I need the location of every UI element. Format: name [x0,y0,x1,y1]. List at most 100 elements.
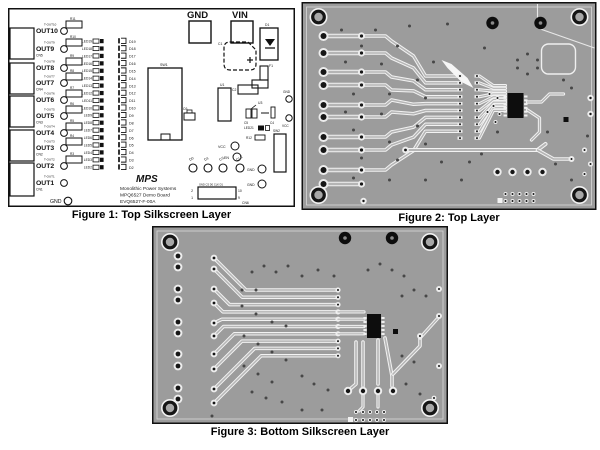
diode-symbol [121,74,127,81]
resistor-label: R10 [70,35,76,39]
info-line: EVQ6527-F-00A [120,199,156,205]
board-outline [8,8,295,207]
resistor [65,57,83,66]
info-line: MPQ6527 Demo Board [120,192,170,198]
ic-footprint-hole [459,123,461,126]
vcc-mid-pad [230,141,240,151]
via-dot [262,264,266,268]
pcb-pad-hole [212,334,216,338]
chip-pin [381,333,385,335]
led-symbol [100,98,104,103]
via-dot [286,264,290,268]
via-dot [424,142,427,146]
pcb-pad-hole [212,367,216,371]
via-dot [270,320,274,324]
pcb-trace-core [213,325,339,337]
copper-pour-wedge [441,60,474,88]
out-test-pad [60,96,68,104]
diode-label: D12 [129,92,136,96]
via-dot [374,28,377,32]
pcb-trace-core [478,82,507,89]
via-dot [526,72,529,76]
u1-ic [217,87,232,122]
pcb-pad-hole [583,149,586,151]
pcb-trace-core [360,35,460,77]
via-dot [388,140,391,144]
out-label: OUT4 [36,130,54,137]
sw1-notch [160,133,171,141]
via-dot [344,60,347,64]
board-edge-silk [156,230,444,420]
mps-logo: MPS [136,174,158,185]
led-label: LED14 [82,77,92,81]
via-dot [570,86,573,90]
led-symbol [92,38,100,44]
led-symbol [100,39,104,44]
pcb-pad-hole [337,340,339,343]
via-dot [496,130,499,134]
pcb-trace-core [478,93,507,98]
out-label: OUT9 [36,46,54,53]
pcb-pad-hole [337,347,339,350]
via-dot [390,268,394,272]
pcb-pad-hole [359,182,364,186]
via-dot [300,274,304,278]
via-dot [352,176,355,180]
pcb-trace-core [360,116,460,138]
chip-pin [503,114,507,117]
out-test-pad [60,112,68,120]
pcb-pad-hole [492,105,495,107]
ic-footprint-hole [459,116,461,119]
pcb-pad-hole [570,158,573,160]
via-dot [284,358,288,362]
pcb-pad-hole [525,193,528,195]
pcb-pad-hole [589,163,592,165]
diode-label: D9 [129,114,134,118]
pcb-trace-core [360,99,460,106]
via-dot [326,388,330,392]
output-terminal-block [9,62,35,95]
c5-label: C5 [244,121,248,125]
mounting-hole-ring [162,234,178,250]
pcb-pad-hole [212,301,216,305]
led-symbol [100,135,104,140]
pcb-pad-hole [212,267,216,271]
via-dot [396,44,399,48]
pcb-pad-hole [525,169,530,175]
chip-pin [363,325,367,327]
diode-symbol [121,156,127,163]
via-dot [316,268,320,272]
led21-symbol [265,125,270,131]
pcb-pad-hole [320,102,327,108]
cn6-header-label: GND CS D0 CLK D1 [199,183,223,187]
figure1-caption: Figure 1: Top Silkscreen Layer [71,209,232,221]
en-pad [232,152,242,162]
pcb-trace-core [360,52,460,84]
pcb-pad-hole [362,199,365,203]
pcb-pad-hole [212,321,216,325]
via-dot [516,58,519,62]
pcb-pad-hole [495,169,500,175]
connector-label: CN3 [36,121,43,125]
pcb-trace-core [348,341,357,391]
c1-capacitor [223,41,257,71]
via-dot [254,288,258,292]
led-symbol [92,90,100,96]
out-test-pad [60,64,68,72]
mounting-hole-ring [572,187,587,203]
pcb-pad-hole [518,200,521,202]
pcb-pad-hole [383,411,385,413]
via-dot [516,66,519,70]
out-test-pad [60,162,68,170]
via-dot [352,92,355,96]
pcb-pad-hole [359,103,364,107]
led-label: LED7 [84,129,92,133]
ic-footprint-hole [476,75,478,77]
chip-pin [381,329,385,331]
signal-label: CS [219,156,226,162]
sw2-label: SW2 [273,129,280,133]
resistor [65,105,83,114]
pcb-pad-hole [433,397,435,399]
pcb-pad-hole [320,134,327,140]
pcb-pad-hole [320,114,327,120]
